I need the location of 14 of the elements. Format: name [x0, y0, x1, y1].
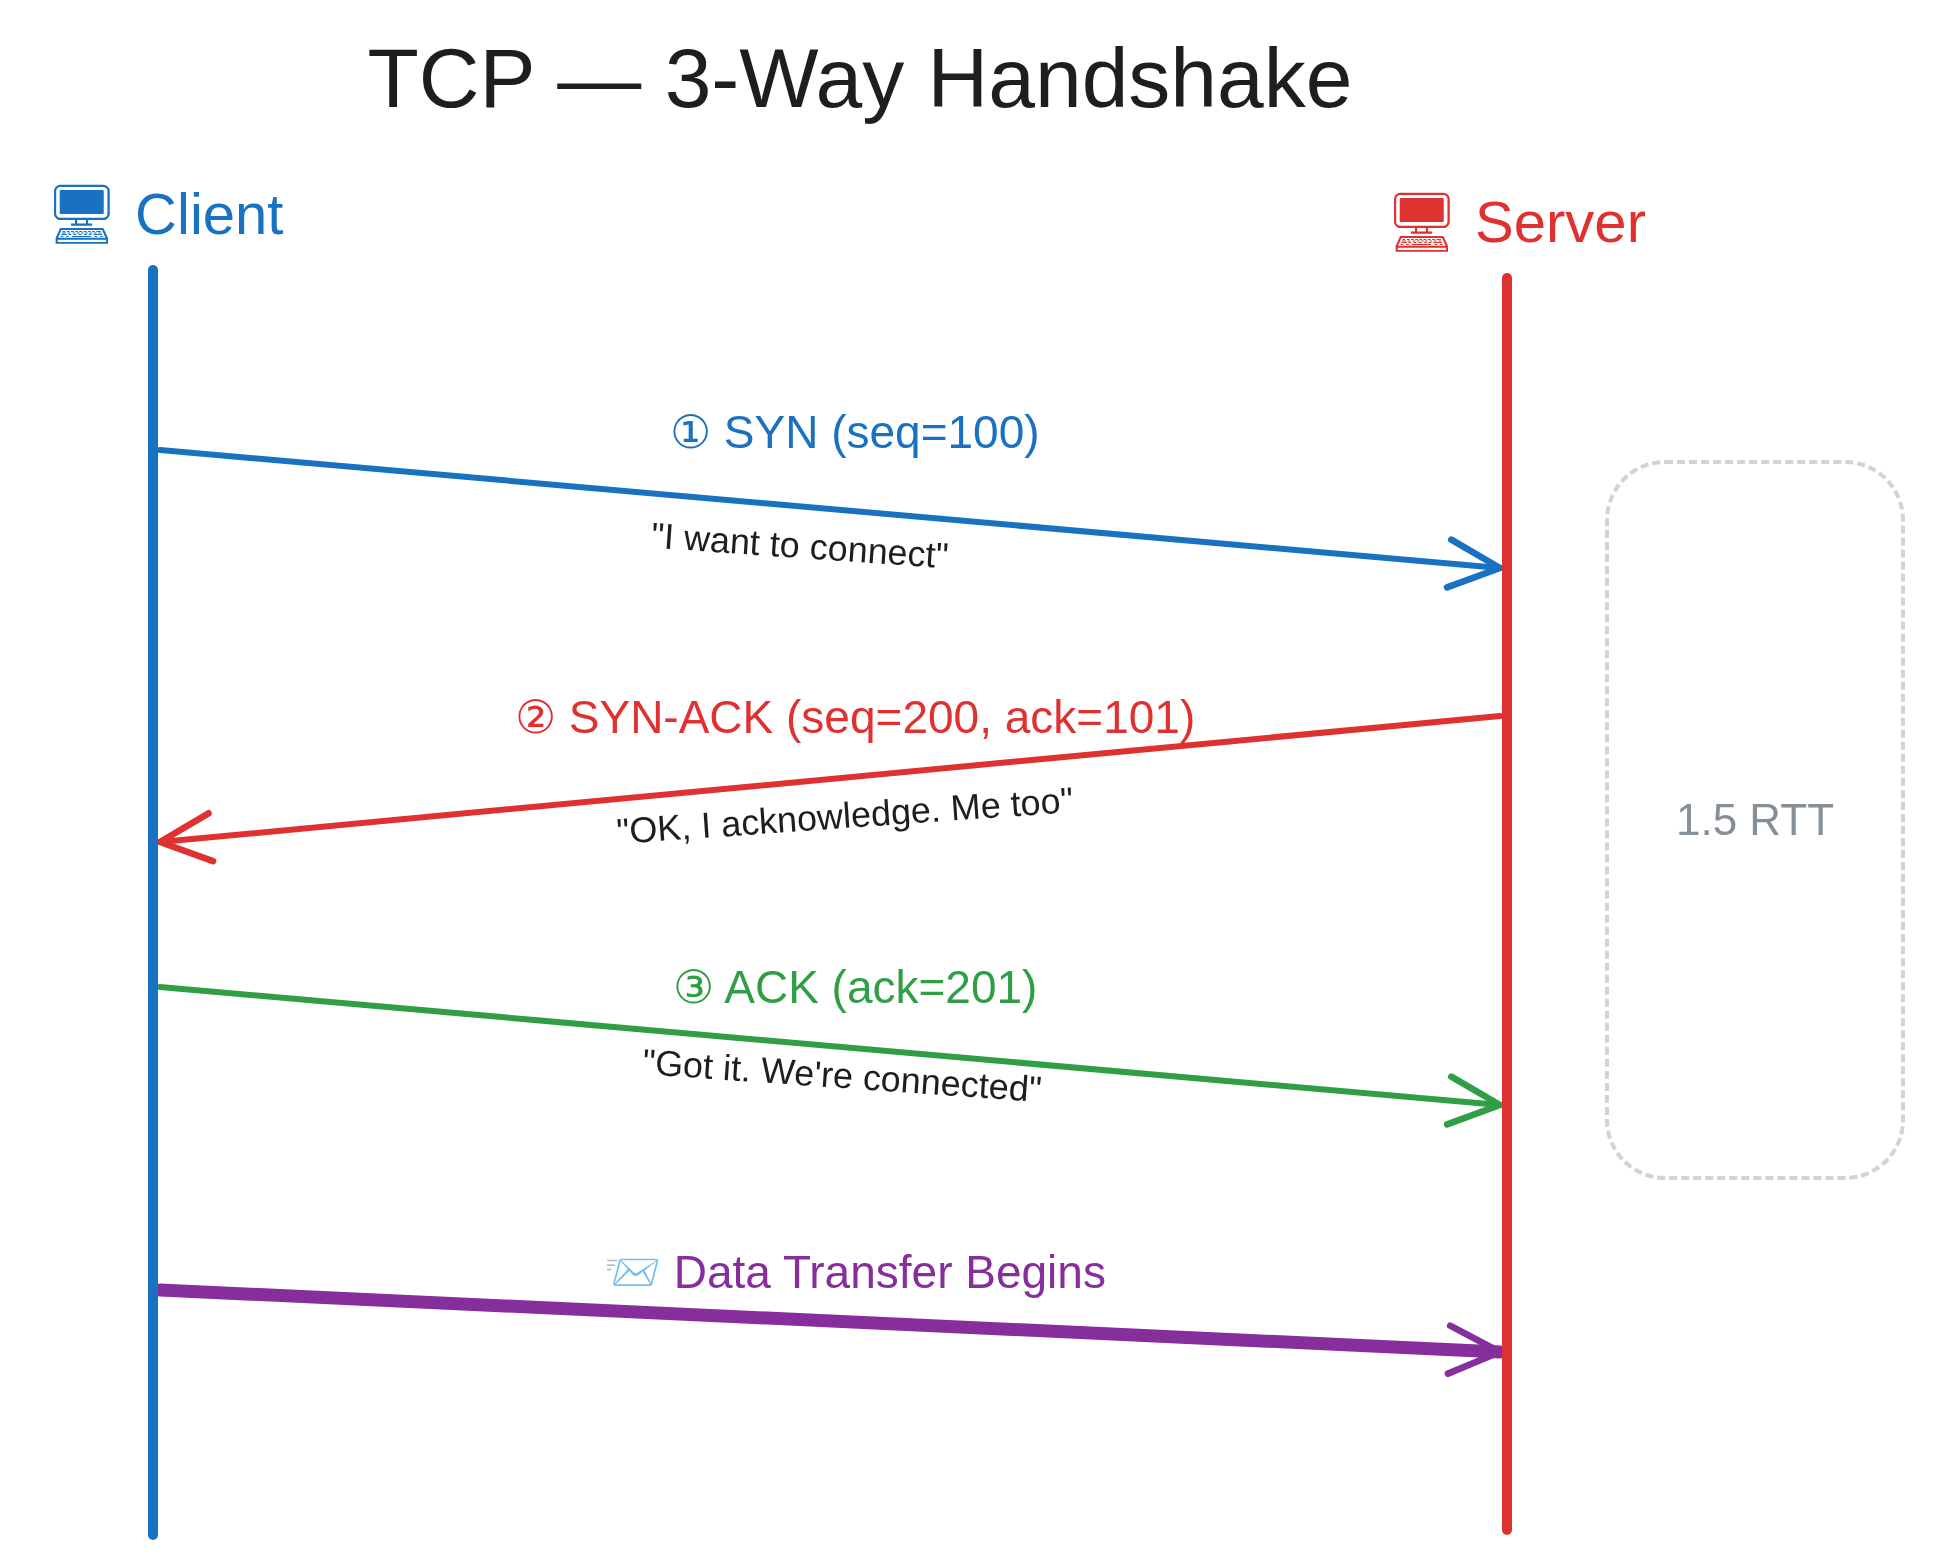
edge-label: ③ ACK (ack=201): [673, 960, 1038, 1014]
time-span-box: 1.5 RTT: [1605, 460, 1905, 1180]
edge-label: 📨 Data Transfer Begins: [604, 1245, 1106, 1299]
message-note: "OK, I acknowledge. Me too": [615, 779, 1075, 853]
message-arrow: [156, 713, 1503, 865]
message-arrow: [157, 447, 1504, 591]
diagram-title: TCP — 3-Way Handshake: [366, 30, 1354, 127]
participant-label: 🖥 Server: [1385, 188, 1646, 256]
edge-label: ① SYN (seq=100): [670, 405, 1040, 459]
message-note: "I want to connect": [649, 514, 950, 578]
edge-label: ② SYN-ACK (seq=200, ack=101): [515, 690, 1196, 744]
message-arrow: [157, 984, 1504, 1128]
message-note: "Got it. We're connected": [641, 1041, 1043, 1111]
participant-label: 🖥 Client: [45, 180, 284, 248]
